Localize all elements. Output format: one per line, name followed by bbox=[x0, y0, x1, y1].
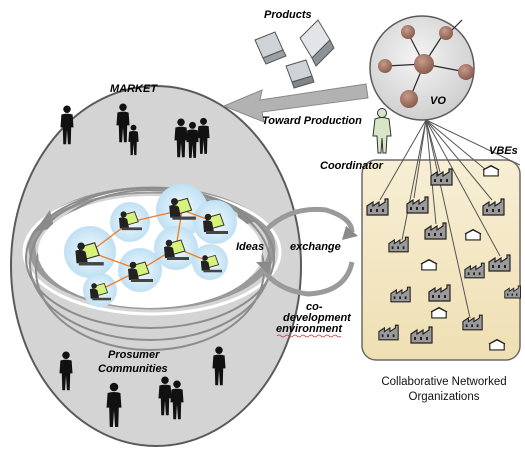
cno-line2: Organizations bbox=[409, 391, 480, 403]
cno-line1: Collaborative Networked bbox=[381, 376, 506, 388]
prosumer-network bbox=[64, 184, 237, 307]
coordinator-label: Coordinator bbox=[320, 160, 384, 172]
vo-label: VO bbox=[430, 95, 446, 107]
prosumer-line1: Prosumer bbox=[108, 349, 160, 361]
vo-links bbox=[379, 119, 521, 319]
loop-arrowhead-top bbox=[342, 226, 358, 240]
market-label: MARKET bbox=[110, 83, 158, 95]
codev-line2: development bbox=[283, 312, 352, 324]
products-label: Products bbox=[264, 9, 312, 21]
spellcheck-underline bbox=[276, 334, 342, 338]
cno-box bbox=[361, 159, 521, 361]
ideas-label: Ideas bbox=[236, 241, 264, 253]
product-box-icon bbox=[254, 19, 335, 89]
toward-production-label: Toward Production bbox=[262, 115, 362, 127]
loop-arrowhead-bottom bbox=[256, 262, 270, 274]
prosumer-line2: Communities bbox=[98, 363, 168, 375]
ideas-exchange-loop bbox=[259, 206, 355, 297]
coordinator-figure bbox=[372, 108, 392, 154]
codev-line3: environment bbox=[276, 323, 343, 335]
vo-nodes bbox=[378, 25, 474, 108]
vbes-label: VBEs bbox=[489, 145, 518, 157]
arrowhead-left bbox=[34, 210, 54, 232]
codev-line1: co- bbox=[306, 301, 323, 313]
exchange-label: exchange bbox=[290, 241, 341, 253]
toward-production-arrow bbox=[222, 83, 369, 123]
